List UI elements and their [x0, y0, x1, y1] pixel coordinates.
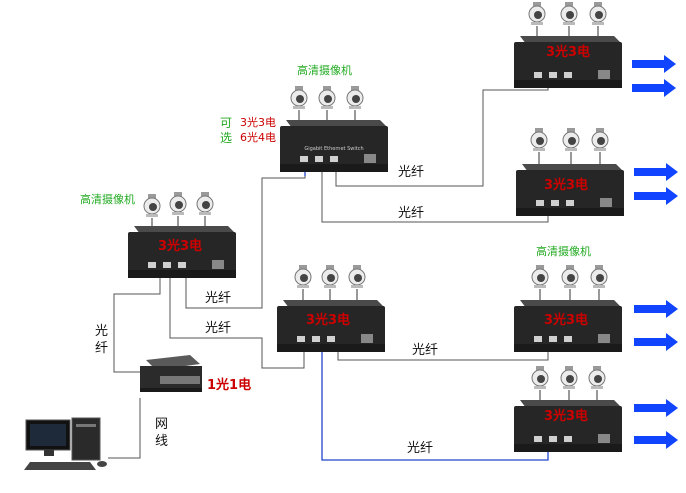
arrow-right-icon [634, 187, 678, 205]
computer-icon [24, 417, 107, 470]
switch-label: 3光3电 [546, 44, 590, 60]
fiber-line-blue [321, 345, 549, 461]
arrow-right-icon [634, 333, 678, 351]
switch-label: 3光3电 [158, 238, 202, 254]
camera-label-right: 高清摄像机 [536, 244, 591, 258]
arrow-right-icon [634, 431, 678, 449]
fiber-label: 光纤 [412, 343, 438, 358]
arrow-right-icon [634, 399, 678, 417]
switch-center: 3光3电 [277, 300, 385, 352]
option-6g4e: 6光4电 [240, 130, 276, 144]
option-ke: 可 [220, 116, 232, 130]
arrow-right-icon [634, 163, 678, 181]
fiber-label: 光纤 [407, 441, 433, 456]
arrow-right-icon [634, 300, 678, 318]
output-arrows [632, 55, 678, 449]
converter-label: 1光1电 [207, 377, 251, 393]
fiber-label: 光纤 [205, 291, 231, 306]
option-xuan: 选 [220, 131, 232, 145]
option-3g3e: 3光3电 [240, 115, 276, 129]
switch-r3: 3光3电 [514, 300, 622, 352]
fiber-label: 光纤 [398, 206, 424, 221]
camera-label-top: 高清摄像机 [297, 63, 352, 77]
switch-label: 3光3电 [544, 312, 588, 328]
switch-r1: 3光3电 [514, 36, 622, 88]
camera-label-left: 高清摄像机 [80, 192, 135, 206]
switch-label: 3光3电 [306, 312, 350, 328]
switch-r4: 3光3电 [514, 400, 622, 452]
switch-label: 3光3电 [544, 408, 588, 424]
fiber-label: 光纤 [398, 165, 424, 180]
switch-label: 3光3电 [544, 177, 588, 193]
switch-face-text: Gigabit Ethernet Switch [304, 146, 363, 152]
network-cable-1: 网 [155, 417, 168, 432]
switch-left: 3光3电 [128, 226, 236, 278]
switch-icon [514, 400, 622, 452]
fiber-vertical-1: 光 [95, 324, 108, 339]
switch-icon [514, 36, 622, 88]
switch-top: Gigabit Ethernet Switch [280, 120, 388, 172]
fiber-vertical-2: 纤 [95, 341, 108, 356]
media-converter [140, 355, 202, 392]
arrow-right-icon [632, 55, 676, 73]
fiber-label: 光纤 [205, 321, 231, 336]
switch-r2: 3光3电 [516, 164, 624, 216]
network-cable-2: 线 [155, 434, 168, 449]
arrow-right-icon [632, 79, 676, 97]
